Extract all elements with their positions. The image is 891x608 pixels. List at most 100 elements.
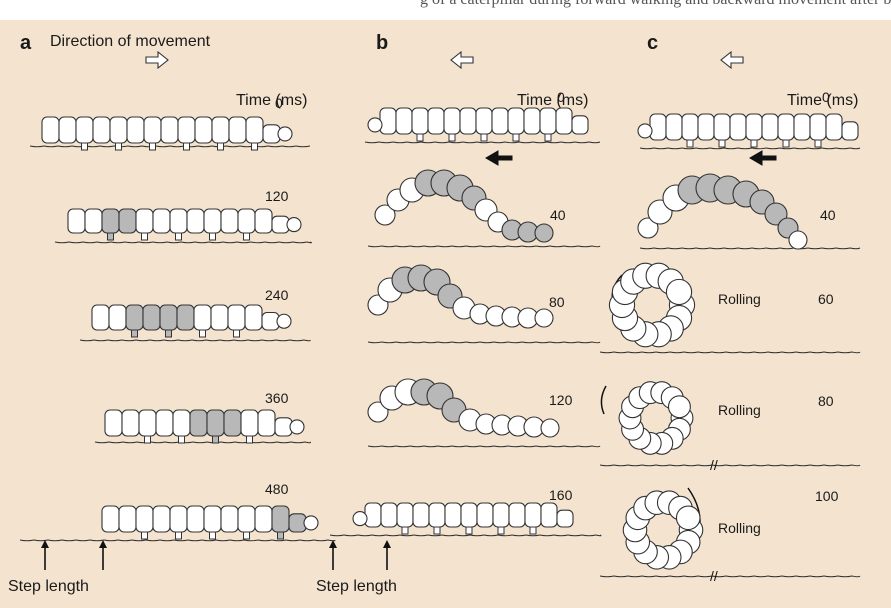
proleg [815, 140, 821, 147]
proleg [719, 140, 725, 147]
body-segment [842, 122, 858, 140]
body-segment [68, 209, 85, 233]
body-segment [127, 117, 144, 143]
proleg [179, 436, 185, 443]
body-segment [525, 503, 541, 527]
body-segment [153, 209, 170, 233]
body-segment [136, 209, 153, 233]
proleg [481, 134, 487, 141]
caterpillar-c-60 [609, 263, 694, 347]
body-segment [190, 410, 207, 436]
body-segment [195, 117, 212, 143]
body-segment [444, 108, 460, 134]
body-segment [221, 506, 238, 532]
body-segment [730, 114, 746, 140]
body-segment [272, 506, 289, 532]
proleg [116, 143, 122, 150]
body-segment [477, 503, 493, 527]
body-segment [144, 117, 161, 143]
step-arrow-a-2-head [99, 540, 107, 548]
ground-b-160 [330, 535, 601, 536]
body-segment [255, 506, 272, 532]
proleg [247, 436, 253, 443]
body-segment [682, 114, 698, 140]
proleg [184, 143, 190, 150]
ground-b-80 [368, 342, 600, 343]
body-segment [42, 117, 59, 143]
body-segment [102, 506, 119, 532]
caterpillar-b-40 [375, 170, 553, 242]
body-segment [241, 410, 258, 436]
proleg [417, 134, 423, 141]
proleg [145, 436, 151, 443]
caterpillar-b-160 [353, 503, 573, 534]
body-segment [676, 506, 700, 530]
proleg [783, 140, 789, 147]
proleg [252, 143, 258, 150]
body-segment [557, 510, 573, 527]
proleg [108, 233, 114, 240]
body-segment [153, 506, 170, 532]
body-segment [170, 506, 187, 532]
body-segment [229, 117, 246, 143]
body-segment [365, 503, 381, 527]
body-segment [187, 506, 204, 532]
proleg [142, 233, 148, 240]
body-segment [541, 503, 557, 527]
body-segment [204, 506, 221, 532]
force-arrow-c [750, 151, 776, 165]
ground-b-40 [368, 246, 600, 247]
body-segment [212, 117, 229, 143]
break-mark-c-80: // [710, 457, 718, 473]
body-segment [380, 108, 396, 134]
body-segment [173, 410, 190, 436]
proleg [687, 140, 693, 147]
proleg [210, 532, 216, 539]
body-segment [650, 114, 666, 140]
caterpillar-c-100 [623, 491, 703, 569]
body-segment [508, 108, 524, 134]
body-segment [541, 419, 559, 437]
body-segment [714, 114, 730, 140]
ground-c-0 [640, 148, 860, 149]
body-segment [445, 503, 461, 527]
step-arrow-b-1-head [329, 540, 337, 548]
head [277, 314, 291, 328]
caterpillar-c-0 [638, 114, 858, 147]
body-segment [238, 209, 255, 233]
body-segment [397, 503, 413, 527]
proleg [82, 143, 88, 150]
caterpillar-a-240 [92, 305, 291, 337]
ground-a-120 [55, 242, 311, 243]
body-segment [698, 114, 714, 140]
proleg [234, 330, 240, 337]
body-segment [170, 209, 187, 233]
body-segment [126, 305, 143, 330]
proleg [166, 330, 172, 337]
proleg [132, 330, 138, 337]
proleg [176, 233, 182, 240]
proleg [402, 527, 408, 534]
body-segment [746, 114, 762, 140]
body-segment [211, 305, 228, 330]
body-segment [461, 503, 477, 527]
body-segment [794, 114, 810, 140]
proleg [434, 527, 440, 534]
body-segment [535, 224, 553, 242]
direction-arrow-c [721, 52, 743, 68]
body-segment [102, 209, 119, 233]
body-segment [429, 503, 445, 527]
body-segment [509, 503, 525, 527]
body-segment [92, 305, 109, 330]
body-segment [93, 117, 110, 143]
ground-a-240 [80, 340, 310, 341]
body-segment [187, 209, 204, 233]
ground-a-360 [95, 442, 310, 443]
body-segment [207, 410, 224, 436]
caterpillar-b-80 [368, 265, 553, 328]
proleg [142, 532, 148, 539]
body-segment [139, 410, 156, 436]
ground-c-60 [600, 352, 860, 353]
body-segment [156, 410, 173, 436]
